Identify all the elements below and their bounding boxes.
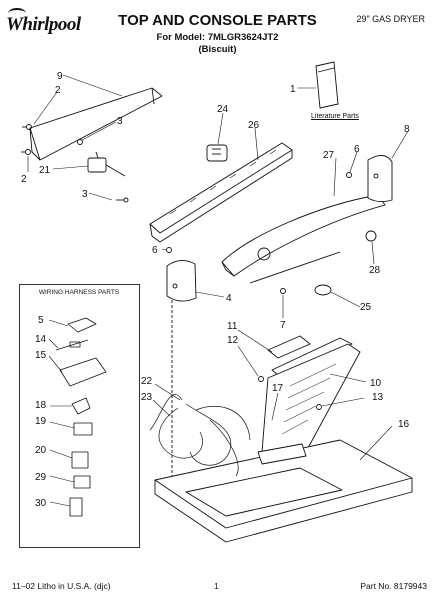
callout-22: 22 [141,376,153,387]
callout-15: 15 [35,350,47,361]
callout-24: 24 [217,104,229,115]
part-16-top-panel [154,439,413,543]
model-line: For Model: 7MLGR3624JT2 [156,32,279,43]
part-26-console-bracket [149,142,293,243]
callout-2a: 2 [55,85,61,96]
part-11-lint-cover [267,335,311,359]
callout-3b: 3 [82,189,88,200]
callout-2b: 2 [21,174,27,185]
callout-4: 4 [226,293,232,304]
callout-14: 14 [35,334,47,345]
callout-6b: 6 [152,245,158,256]
part-24-component [206,144,228,162]
callout-27: 27 [323,150,335,161]
part-6-screw-b [166,247,172,253]
callout-8: 8 [404,124,410,135]
footer-litho: 11–02 Litho in U.S.A. (djc) [12,581,111,591]
color-line: (Biscuit) [198,44,237,55]
brand-logo: Whirlpool [6,14,81,35]
wiring-harness-title: WIRING HARNESS PARTS [38,289,120,296]
part-8-end-cap [367,155,393,203]
brand-logo-arc [8,8,26,19]
callout-16: 16 [398,419,410,430]
part-21-component [87,151,126,177]
part-6-screw-a [346,172,352,178]
callout-9: 9 [57,71,63,82]
callout-30: 30 [35,498,47,509]
wiring-harness-box [19,284,140,548]
literature-parts-label: Literature Parts [311,113,359,120]
part-28-knob [365,230,377,242]
part-number: Part No. 8179943 [360,581,427,591]
part-25-knob [314,284,332,296]
part-13-screw [316,404,322,410]
callout-28: 28 [369,265,381,276]
part-12-screw [258,376,264,382]
leader-lines [27,74,409,507]
part-27-console-panel [221,194,386,284]
part-23-wire-harness [149,394,251,477]
callout-1: 1 [290,84,296,95]
callout-26: 26 [248,120,260,131]
part-7-screw [280,288,286,294]
product-type: 29" GAS DRYER [356,14,425,24]
page-title: TOP AND CONSOLE PARTS [118,12,317,29]
part-10-lint-screen [261,337,361,453]
part-1-literature [315,61,339,109]
callout-29: 29 [35,472,47,483]
callout-6a: 6 [354,144,360,155]
harness-parts-icons [55,317,107,517]
callout-3a: 3 [117,116,123,127]
callout-18: 18 [35,400,47,411]
callout-11: 11 [227,321,238,332]
part-9-rear-bracket [29,87,163,161]
callout-13: 13 [372,392,384,403]
callout-10: 10 [370,378,382,389]
callout-21: 21 [39,165,51,176]
callout-20: 20 [35,445,47,456]
callout-7: 7 [280,320,286,331]
callout-17: 17 [272,383,284,394]
callout-25: 25 [360,302,372,313]
callout-12: 12 [227,335,239,346]
callout-5: 5 [38,315,44,326]
callout-23: 23 [141,392,153,403]
callout-19: 19 [35,416,47,427]
page-number: 1 [214,581,219,591]
part-screws [21,124,129,203]
